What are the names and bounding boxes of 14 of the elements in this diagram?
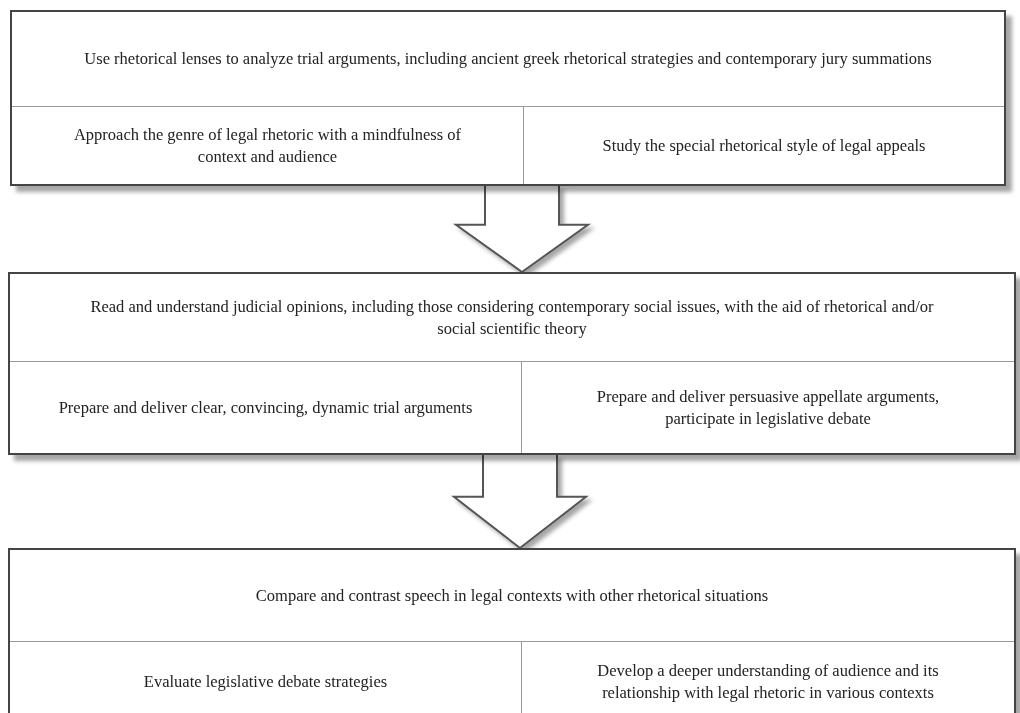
block-arrow [452,185,592,274]
cell-text: Evaluate legislative debate strategies [143,670,388,693]
cell-text: Compare and contrast speech in legal contexts with other rhetorical situations [255,584,769,607]
panel-box [8,272,1016,455]
cell-text: Study the special rhetorical style of legal appeals [602,134,926,157]
cell-text: Approach the genre of legal rhetoric with a mindfulness of context and audience [72,124,463,167]
cell-text: Read and understand judicial opinions, including those considering contemporary social issues, with the aid of rhetorical and/or social scientific theory [89,296,935,339]
cell-text: Prepare and deliver persuasive appellate arguments, participate in legislative debate [595,386,941,429]
panel-box [10,10,1006,186]
panel-box [8,548,1016,713]
cell-text: Prepare and deliver clear, convincing, dynamic trial arguments [58,396,473,419]
block-arrow [451,454,589,550]
cell-text: Develop a deeper understanding of audience and its relationship with legal rhetoric in various contexts [596,660,940,703]
cell-text: Use rhetorical lenses to analyze trial arguments, including ancient greek rhetorical strategies and contemporary jury summations [84,48,932,70]
